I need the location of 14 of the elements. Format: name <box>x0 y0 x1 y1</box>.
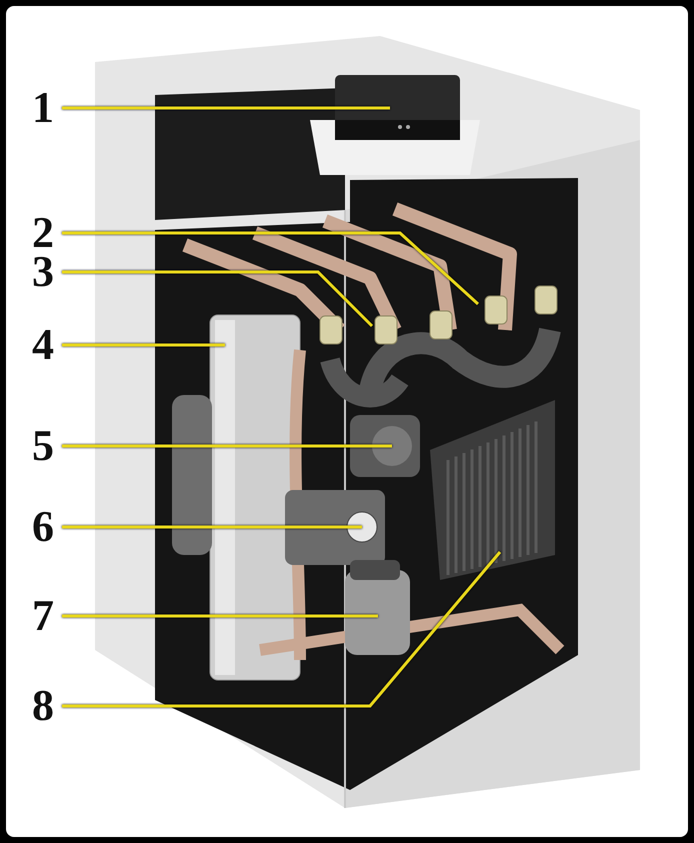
leader-line <box>62 232 479 306</box>
leader-line <box>62 344 225 346</box>
callout-number: 8 <box>26 682 60 730</box>
callout-number: 6 <box>26 503 60 551</box>
callout-number: 1 <box>26 84 60 132</box>
callout-number: 5 <box>26 422 60 470</box>
leader-line <box>62 270 374 328</box>
leader-line <box>62 614 378 618</box>
callout-number: 4 <box>26 321 60 369</box>
leader-line <box>62 526 362 528</box>
callout-number: 7 <box>26 592 60 640</box>
leader-line <box>62 106 390 110</box>
leader-line <box>62 551 502 708</box>
leader-line <box>62 444 392 448</box>
